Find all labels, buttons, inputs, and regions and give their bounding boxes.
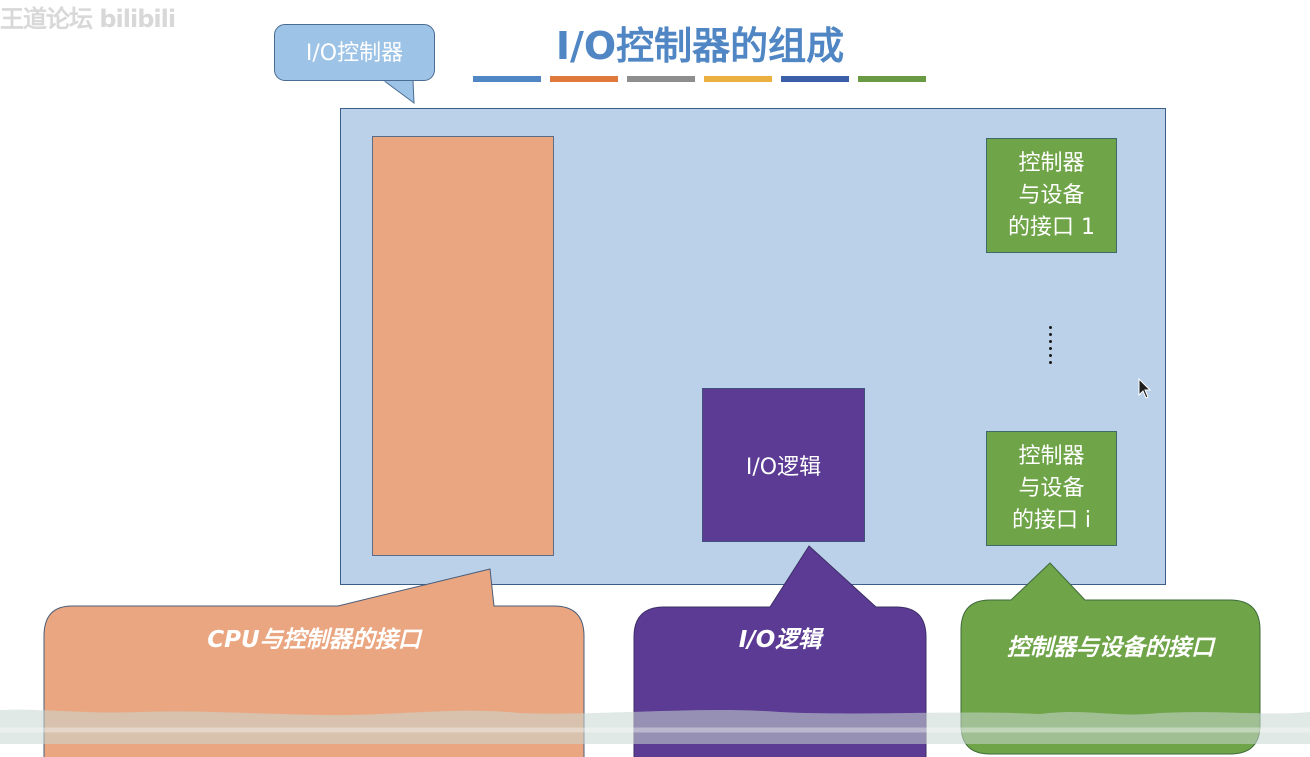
io-logic-block: I/O逻辑 bbox=[702, 388, 865, 542]
cpu-controller-interface-block bbox=[372, 136, 554, 556]
color-bar bbox=[858, 76, 926, 82]
device-interface-line: 与设备 bbox=[1018, 182, 1085, 208]
cpu-interface-bubble bbox=[43, 568, 585, 757]
page-title: I/O控制器的组成 bbox=[555, 24, 845, 68]
device-interface-line: 控制器 bbox=[1018, 443, 1085, 469]
color-bar bbox=[473, 76, 541, 82]
color-bar bbox=[781, 76, 849, 82]
device-interface-line: 的接口 i bbox=[1011, 507, 1092, 533]
device-interface-bubble bbox=[960, 562, 1261, 755]
mouse-cursor-icon bbox=[1138, 378, 1152, 399]
ellipsis-dot bbox=[1049, 333, 1052, 336]
title-color-bars bbox=[473, 76, 929, 82]
io-logic-bubble bbox=[633, 545, 927, 757]
vertical-ellipsis bbox=[1049, 326, 1053, 364]
watermark: 王道论坛 bilibili bbox=[0, 5, 176, 33]
device-interface-bubble-label: 控制器与设备的接口 bbox=[1007, 635, 1214, 661]
io-controller-callout: I/O控制器 bbox=[274, 24, 435, 81]
io-logic-bubble-label: I/O逻辑 bbox=[738, 627, 822, 653]
ellipsis-dot bbox=[1049, 326, 1052, 329]
color-bar bbox=[627, 76, 695, 82]
device-interface-line: 与设备 bbox=[1018, 475, 1085, 501]
device-interface-i: 控制器 与设备 的接口 i bbox=[986, 431, 1117, 546]
device-interface-line: 控制器 bbox=[1018, 150, 1085, 176]
io-logic-label: I/O逻辑 bbox=[745, 455, 822, 480]
cpu-interface-bubble-label: CPU与控制器的接口 bbox=[207, 627, 421, 653]
color-bar bbox=[704, 76, 772, 82]
ellipsis-dot bbox=[1049, 361, 1052, 364]
color-bar bbox=[550, 76, 618, 82]
ellipsis-dot bbox=[1049, 340, 1052, 343]
device-interface-1: 控制器 与设备 的接口 1 bbox=[986, 138, 1117, 253]
ellipsis-dot bbox=[1049, 354, 1052, 357]
device-interface-line: 的接口 1 bbox=[1008, 214, 1095, 240]
ellipsis-dot bbox=[1049, 347, 1052, 350]
